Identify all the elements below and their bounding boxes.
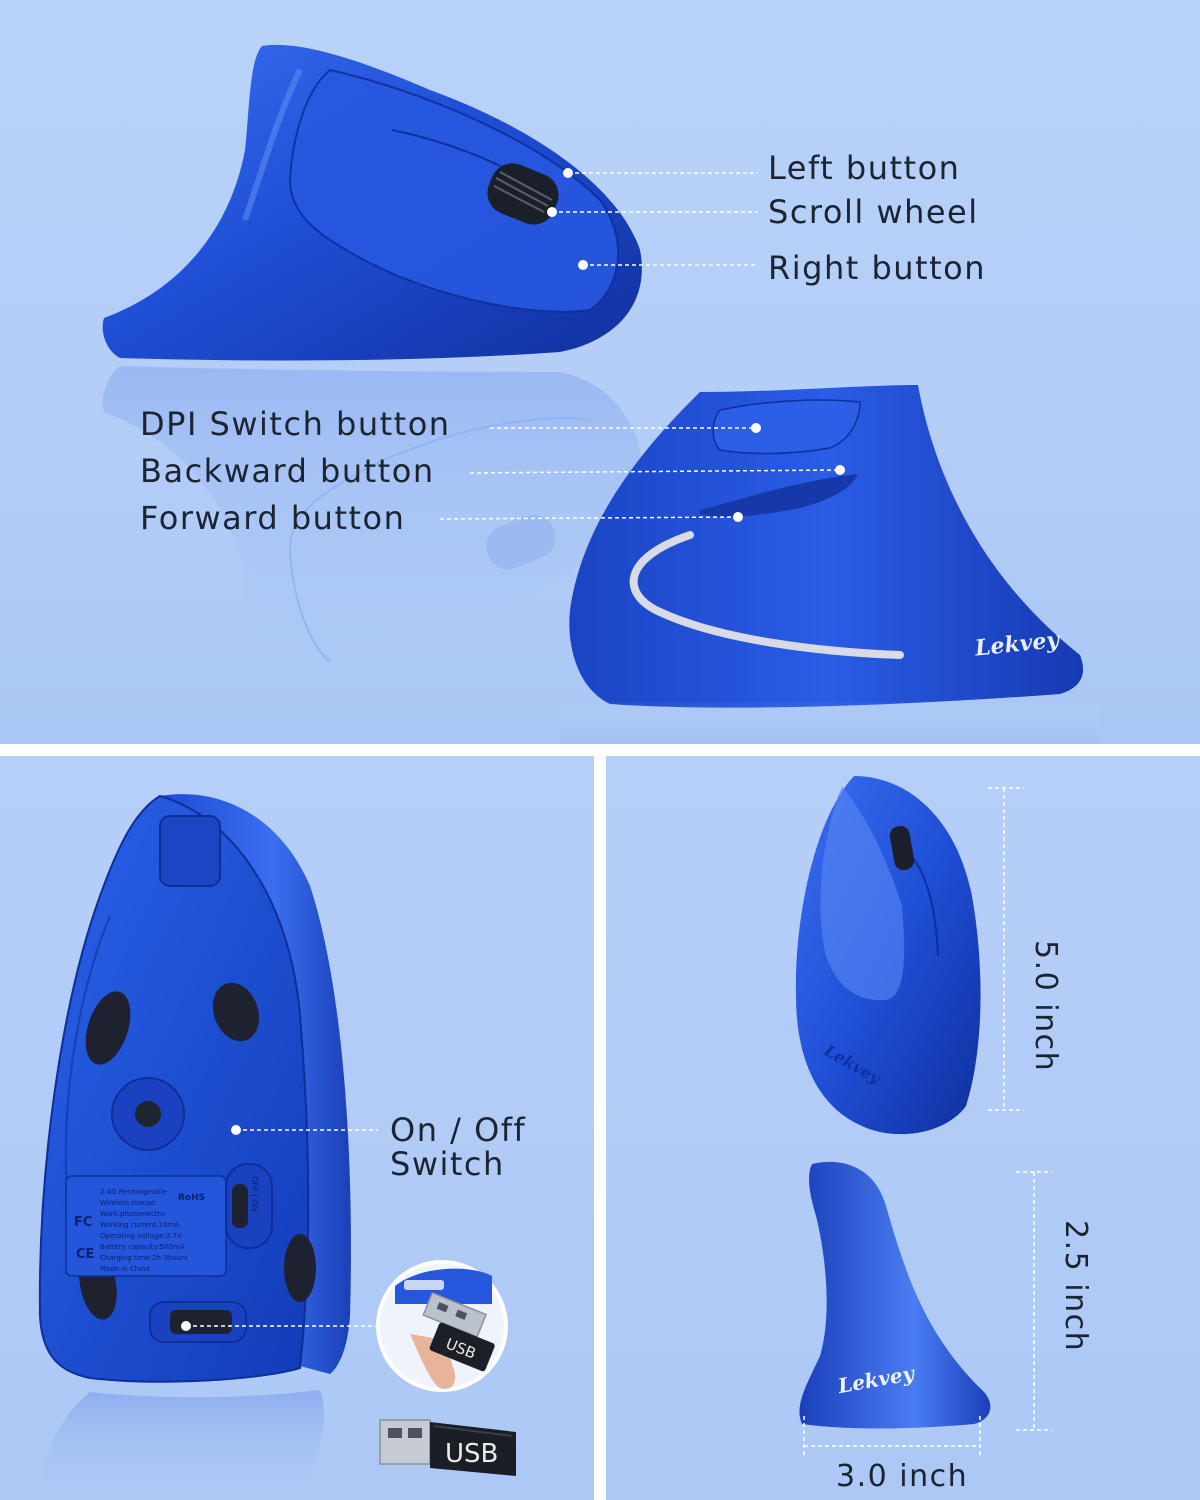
mouse-rear-view: Lekvey xyxy=(569,385,1084,708)
top-mouse-illustration: Lekvey xyxy=(102,44,1100,744)
callout-lines xyxy=(439,172,841,520)
spec-sticker: 2.4G Rechargeable Wireless mouse Work:ph… xyxy=(65,1175,227,1277)
mouse-bottom-illustration: 2.4G Rechargeable Wireless mouse Work:ph… xyxy=(38,794,516,1500)
svg-text:2.4G Rechargeable: 2.4G Rechargeable xyxy=(100,1188,167,1196)
power-switch-icon: OFF | ON xyxy=(225,1163,273,1249)
height-low-dimension-label: 2.5 inch xyxy=(1058,1220,1093,1353)
svg-text:Charging time:2h-3hours: Charging time:2h-3hours xyxy=(100,1254,188,1262)
svg-text:CE: CE xyxy=(76,1247,94,1262)
svg-text:Wireless mouse: Wireless mouse xyxy=(100,1199,155,1207)
dimensions-illustration: Lekvey Lekvey xyxy=(795,776,1052,1456)
dpi-switch-label: DPI Switch button xyxy=(140,405,451,443)
bottom-right-panel: Lekvey Lekvey 5.0 inch 2.5 inch 3.0 inch xyxy=(606,756,1200,1500)
svg-text:RoHS: RoHS xyxy=(178,1193,205,1203)
mouse-short-view: Lekvey xyxy=(799,1161,991,1429)
mouse-reflection xyxy=(102,366,642,687)
mouse-side-view xyxy=(102,44,642,361)
width-dimension-label: 3.0 inch xyxy=(836,1459,969,1494)
svg-text:Made in China: Made in China xyxy=(100,1265,150,1273)
left-button-label: Left button xyxy=(768,149,961,187)
svg-text:FC: FC xyxy=(74,1215,92,1230)
usb-zoom-circle: USB xyxy=(376,1260,508,1392)
bottom-left-panel: 2.4G Rechargeable Wireless mouse Work:ph… xyxy=(0,756,594,1500)
top-panel: Lekvey Left button Scroll wheel Right bu… xyxy=(0,0,1200,744)
right-button-label: Right button xyxy=(768,249,986,287)
svg-text:USB: USB xyxy=(445,1439,498,1469)
height-dimension-label: 5.0 inch xyxy=(1028,940,1063,1073)
callout-dots xyxy=(547,168,845,522)
on-off-label-line2: Switch xyxy=(390,1145,505,1183)
svg-text:OFF | ON: OFF | ON xyxy=(250,1176,259,1212)
svg-text:Work:photoelectric: Work:photoelectric xyxy=(100,1210,166,1218)
svg-text:Battery capacity:500mA: Battery capacity:500mA xyxy=(100,1243,185,1251)
callout-dots-bottom xyxy=(181,1125,241,1331)
scroll-wheel-icon xyxy=(487,163,559,225)
backward-button-label: Backward button xyxy=(140,452,435,490)
floor-reflection xyxy=(560,700,1100,744)
usb-receiver-icon: USB xyxy=(379,1419,516,1476)
mouse-top-view: Lekvey xyxy=(795,776,981,1135)
svg-text:Working current:10mA: Working current:10mA xyxy=(100,1221,179,1229)
optical-sensor-icon xyxy=(111,1077,185,1151)
forward-button-label: Forward button xyxy=(140,499,406,537)
receiver-slot-icon xyxy=(149,1301,247,1343)
svg-text:Operating voltage:3.7V: Operating voltage:3.7V xyxy=(100,1232,182,1240)
callout-lines-bottom xyxy=(186,1129,380,1327)
dimension-lines xyxy=(803,787,1052,1456)
scroll-wheel-label: Scroll wheel xyxy=(768,193,979,231)
on-off-label-line1: On / Off xyxy=(390,1111,527,1149)
